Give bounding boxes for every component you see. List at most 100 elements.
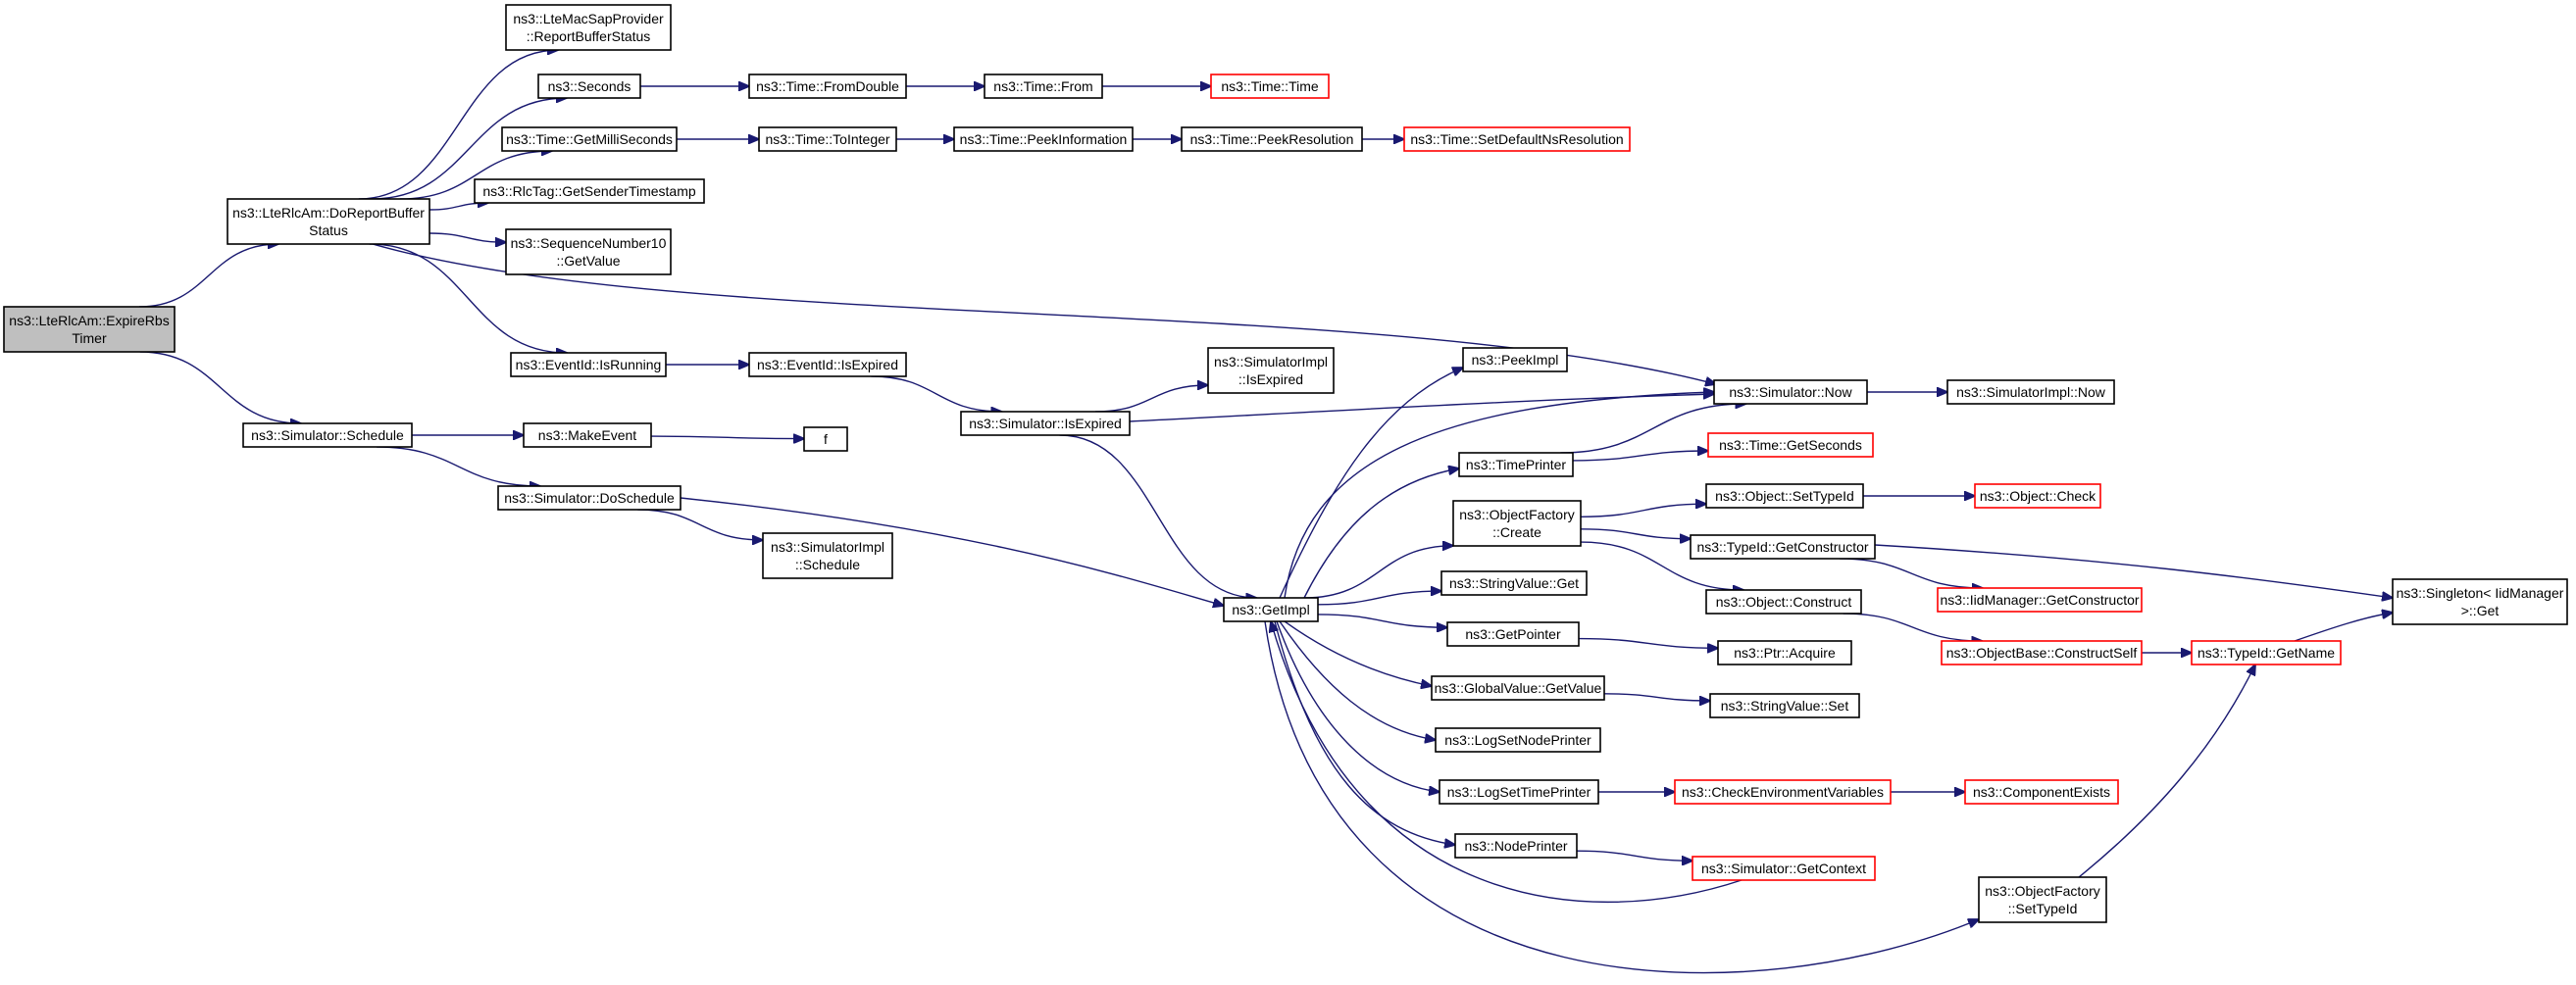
node-schedule[interactable]: ns3::Simulator::Schedule <box>242 422 413 448</box>
node-simnow[interactable]: ns3::Simulator::Now <box>1713 379 1868 405</box>
node-box[interactable] <box>227 198 430 245</box>
node-box[interactable] <box>505 228 672 275</box>
node-simimplnow[interactable]: ns3::SimulatorImpl::Now <box>1946 379 2115 405</box>
node-box[interactable] <box>1446 621 1580 647</box>
node-box[interactable] <box>1707 432 1874 458</box>
node-rlctag[interactable]: ns3::RlcTag::GetSenderTimestamp <box>474 178 705 204</box>
node-box[interactable] <box>1713 379 1868 405</box>
node-box[interactable] <box>803 426 848 452</box>
node-timefrom[interactable]: ns3::Time::From <box>984 74 1103 99</box>
node-ofsettypeid[interactable]: ns3::ObjectFactory::SetTypeId <box>1978 876 2107 923</box>
node-box[interactable] <box>523 422 652 448</box>
node-box[interactable] <box>1435 727 1601 753</box>
node-box[interactable] <box>1458 452 1574 477</box>
node-box[interactable] <box>1692 856 1876 881</box>
node-box[interactable] <box>1937 587 2143 613</box>
node-seqnum[interactable]: ns3::SequenceNumber10::GetValue <box>505 228 672 275</box>
node-simisexpired[interactable]: ns3::Simulator::IsExpired <box>960 411 1131 436</box>
node-box[interactable] <box>510 352 667 377</box>
node-seconds[interactable]: ns3::Seconds <box>537 74 641 99</box>
node-box[interactable] <box>1403 126 1631 152</box>
node-box[interactable] <box>1705 589 1862 615</box>
node-box[interactable] <box>1974 483 2101 509</box>
node-ofcreate[interactable]: ns3::ObjectFactory::Create <box>1452 500 1582 547</box>
node-checkenv[interactable]: ns3::CheckEnvironmentVariables <box>1674 779 1892 805</box>
node-globalvalue[interactable]: ns3::GlobalValue::GetValue <box>1431 675 1605 701</box>
node-setdefaultns[interactable]: ns3::Time::SetDefaultNsResolution <box>1403 126 1631 152</box>
node-macsap[interactable]: ns3::LteMacSapProvider::ReportBufferStat… <box>505 4 672 51</box>
node-box[interactable] <box>1452 500 1582 547</box>
node-box[interactable] <box>1964 779 2119 805</box>
node-tointeger[interactable]: ns3::Time::ToInteger <box>758 126 897 152</box>
node-box[interactable] <box>497 485 682 511</box>
node-getseconds[interactable]: ns3::Time::GetSeconds <box>1707 432 1874 458</box>
node-typeidgetctor[interactable]: ns3::TypeId::GetConstructor <box>1690 534 1876 560</box>
node-peekinfo[interactable]: ns3::Time::PeekInformation <box>953 126 1134 152</box>
node-box[interactable] <box>762 532 893 579</box>
node-box[interactable] <box>1207 347 1335 394</box>
node-f[interactable]: f <box>803 426 848 452</box>
node-box[interactable] <box>242 422 413 448</box>
node-logtimeprinter[interactable]: ns3::LogSetTimePrinter <box>1439 779 1599 805</box>
node-box[interactable] <box>1462 347 1568 372</box>
node-timeprinter[interactable]: ns3::TimePrinter <box>1458 452 1574 477</box>
node-iidgetctor[interactable]: ns3::IidManager::GetConstructor <box>1937 587 2143 613</box>
node-doschedule[interactable]: ns3::Simulator::DoSchedule <box>497 485 682 511</box>
node-box[interactable] <box>501 126 678 152</box>
node-box[interactable] <box>1674 779 1892 805</box>
node-simgetcontext[interactable]: ns3::Simulator::GetContext <box>1692 856 1876 881</box>
node-box[interactable] <box>984 74 1103 99</box>
node-box[interactable] <box>537 74 641 99</box>
node-peekres[interactable]: ns3::Time::PeekResolution <box>1181 126 1363 152</box>
node-box[interactable] <box>1439 779 1599 805</box>
node-simimplschedule[interactable]: ns3::SimulatorImpl::Schedule <box>762 532 893 579</box>
node-constructself[interactable]: ns3::ObjectBase::ConstructSelf <box>1941 640 2143 665</box>
node-box[interactable] <box>1223 597 1319 622</box>
node-isrunning[interactable]: ns3::EventId::IsRunning <box>510 352 667 377</box>
node-box[interactable] <box>1709 693 1860 718</box>
node-box[interactable] <box>1941 640 2143 665</box>
node-box[interactable] <box>1978 876 2107 923</box>
node-box[interactable] <box>2191 640 2342 665</box>
node-box[interactable] <box>1946 379 2115 405</box>
node-stringvalueget[interactable]: ns3::StringValue::Get <box>1440 570 1588 596</box>
node-box[interactable] <box>1717 640 1852 665</box>
node-box[interactable] <box>1454 833 1578 859</box>
node-box[interactable] <box>3 306 176 353</box>
node-box[interactable] <box>1431 675 1605 701</box>
node-timetime[interactable]: ns3::Time::Time <box>1210 74 1330 99</box>
node-getimpl[interactable]: ns3::GetImpl <box>1223 597 1319 622</box>
node-lognodeprinter[interactable]: ns3::LogSetNodePrinter <box>1435 727 1601 753</box>
node-fromdouble[interactable]: ns3::Time::FromDouble <box>748 74 907 99</box>
node-box[interactable] <box>1181 126 1363 152</box>
node-isexpired[interactable]: ns3::EventId::IsExpired <box>748 352 907 377</box>
node-ptracquire[interactable]: ns3::Ptr::Acquire <box>1717 640 1852 665</box>
node-box[interactable] <box>748 352 907 377</box>
node-stringvalueset[interactable]: ns3::StringValue::Set <box>1709 693 1860 718</box>
node-peekimpl[interactable]: ns3::PeekImpl <box>1462 347 1568 372</box>
node-makeevent[interactable]: ns3::MakeEvent <box>523 422 652 448</box>
node-typeidgetname[interactable]: ns3::TypeId::GetName <box>2191 640 2342 665</box>
node-box[interactable] <box>474 178 705 204</box>
node-box[interactable] <box>1705 483 1864 509</box>
node-getpointer[interactable]: ns3::GetPointer <box>1446 621 1580 647</box>
node-box[interactable] <box>1440 570 1588 596</box>
node-box[interactable] <box>505 4 672 51</box>
node-singletonget[interactable]: ns3::Singleton< IidManager >::Get <box>2392 578 2568 625</box>
node-box[interactable] <box>960 411 1131 436</box>
node-simimplisexpired[interactable]: ns3::SimulatorImpl::IsExpired <box>1207 347 1335 394</box>
node-box[interactable] <box>1690 534 1876 560</box>
node-objcheck[interactable]: ns3::Object::Check <box>1974 483 2101 509</box>
node-objsettypeid[interactable]: ns3::Object::SetTypeId <box>1705 483 1864 509</box>
node-box[interactable] <box>1210 74 1330 99</box>
node-nodeprinter[interactable]: ns3::NodePrinter <box>1454 833 1578 859</box>
node-componentexists[interactable]: ns3::ComponentExists <box>1964 779 2119 805</box>
node-objconstruct[interactable]: ns3::Object::Construct <box>1705 589 1862 615</box>
node-box[interactable] <box>953 126 1134 152</box>
node-box[interactable] <box>2392 578 2568 625</box>
node-box[interactable] <box>758 126 897 152</box>
node-box[interactable] <box>748 74 907 99</box>
node-getmilli[interactable]: ns3::Time::GetMilliSeconds <box>501 126 678 152</box>
